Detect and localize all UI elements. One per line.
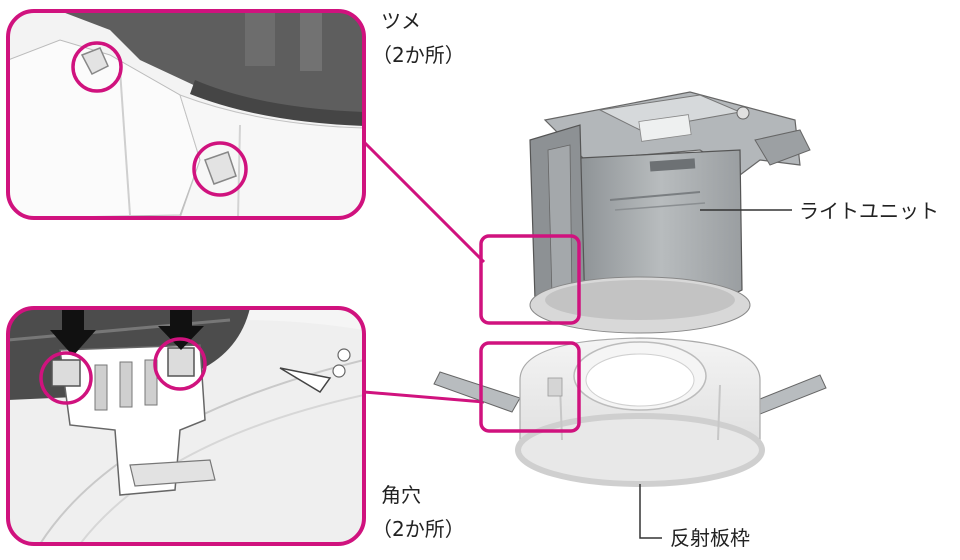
reflector-frame-figure: [433, 337, 827, 487]
down-arrow-icon: [50, 308, 96, 356]
reflector-square-hole-area-highlight: [479, 341, 581, 433]
reflector-frame-leader-line: [639, 484, 662, 539]
claw-detail-inset: [6, 9, 366, 220]
claw-highlight-1: [71, 41, 123, 93]
light-unit-label: ライトユニット: [799, 199, 939, 223]
square-hole-highlight-1: [39, 351, 93, 405]
claw-highlight-2: [192, 141, 248, 197]
claw-count-label: （2か所）: [372, 43, 465, 67]
square-hole-count-label: （2か所）: [372, 517, 465, 541]
square-hole-highlight-2: [153, 337, 207, 391]
light-unit-claw-area-highlight: [479, 234, 581, 325]
square-hole-label: 角穴: [381, 483, 421, 507]
square-hole-detail-inset: [6, 306, 366, 546]
claw-label: ツメ: [381, 9, 421, 33]
reflector-frame-label: 反射板枠: [670, 526, 750, 550]
light-unit-figure: [529, 91, 811, 334]
connector-bottom: [363, 390, 485, 404]
connector-top: [362, 140, 486, 264]
